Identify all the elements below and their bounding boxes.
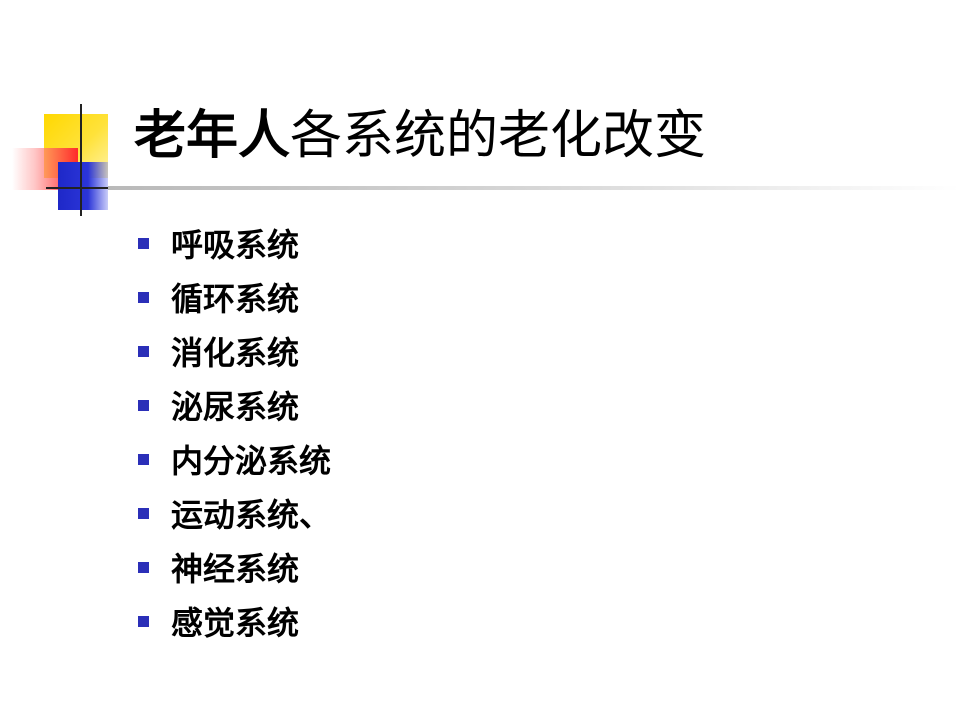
bullet-text: 泌尿系统 — [171, 388, 300, 426]
bullet-square-icon — [138, 237, 149, 249]
bullet-text: 运动系统、 — [171, 496, 332, 534]
decorative-blue-square — [58, 162, 108, 210]
bullet-square-icon — [138, 507, 149, 519]
bullet-item-endocrine: 内分泌系统 — [138, 432, 331, 486]
bullet-square-icon — [138, 291, 149, 303]
bullet-text: 内分泌系统 — [171, 442, 332, 480]
slide-title-rest: 各系统的老化改变 — [290, 106, 707, 166]
bullet-text: 神经系统 — [171, 550, 300, 588]
bullet-text: 循环系统 — [171, 280, 300, 318]
bullet-list: 呼吸系统 循环系统 消化系统 泌尿系统 内分泌系统 运动系统、 神经系统 感觉系… — [138, 216, 331, 648]
bullet-square-icon — [138, 453, 149, 465]
bullet-text: 呼吸系统 — [171, 226, 300, 264]
bullet-text: 消化系统 — [171, 334, 300, 372]
bullet-text: 感觉系统 — [171, 604, 300, 642]
decorative-vertical-line — [80, 104, 82, 216]
bullet-item-digestive: 消化系统 — [138, 324, 331, 378]
bullet-square-icon — [138, 399, 149, 411]
slide-title-bold: 老年人 — [134, 106, 291, 166]
bullet-square-icon — [138, 561, 149, 573]
bullet-square-icon — [138, 615, 149, 627]
bullet-item-sensory: 感觉系统 — [138, 594, 331, 648]
title-underline — [108, 186, 960, 190]
bullet-item-circulatory: 循环系统 — [138, 270, 331, 324]
bullet-item-nervous: 神经系统 — [138, 540, 331, 594]
decorative-horizontal-line — [46, 187, 108, 189]
bullet-square-icon — [138, 345, 149, 357]
bullet-item-urinary: 泌尿系统 — [138, 378, 331, 432]
bullet-item-locomotor: 运动系统、 — [138, 486, 331, 540]
slide-title: 老年人各系统的老化改变 — [134, 104, 706, 168]
bullet-item-respiratory: 呼吸系统 — [138, 216, 331, 270]
